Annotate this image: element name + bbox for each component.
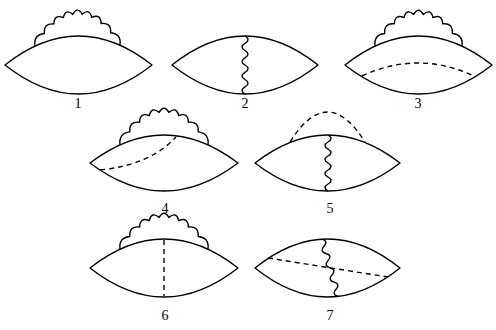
fermion-loop [255,135,400,191]
photon-line [35,10,120,46]
photon-line [375,10,462,46]
scalar-line [163,240,164,296]
fermion-loop [345,36,492,94]
figure-number: 1 [75,96,82,112]
figure-number: 6 [162,308,169,324]
figure-number: 4 [162,201,169,217]
scalar-line [268,258,388,277]
fermion-loop [172,36,318,94]
scalar-line [100,137,176,170]
photon-line [242,36,248,94]
photon-line [325,135,331,191]
scalar-line [362,63,474,76]
fermion-loop [255,239,400,297]
scalar-line [290,112,365,142]
figure-number: 7 [327,308,334,324]
fermion-loop [90,239,238,297]
photon-line [322,239,338,296]
figure-number: 2 [242,96,249,112]
photon-line [120,108,208,145]
figure-number: 5 [327,201,334,217]
fermion-loop [90,135,238,191]
figure-number: 3 [415,96,422,112]
fermion-loop [5,36,152,94]
